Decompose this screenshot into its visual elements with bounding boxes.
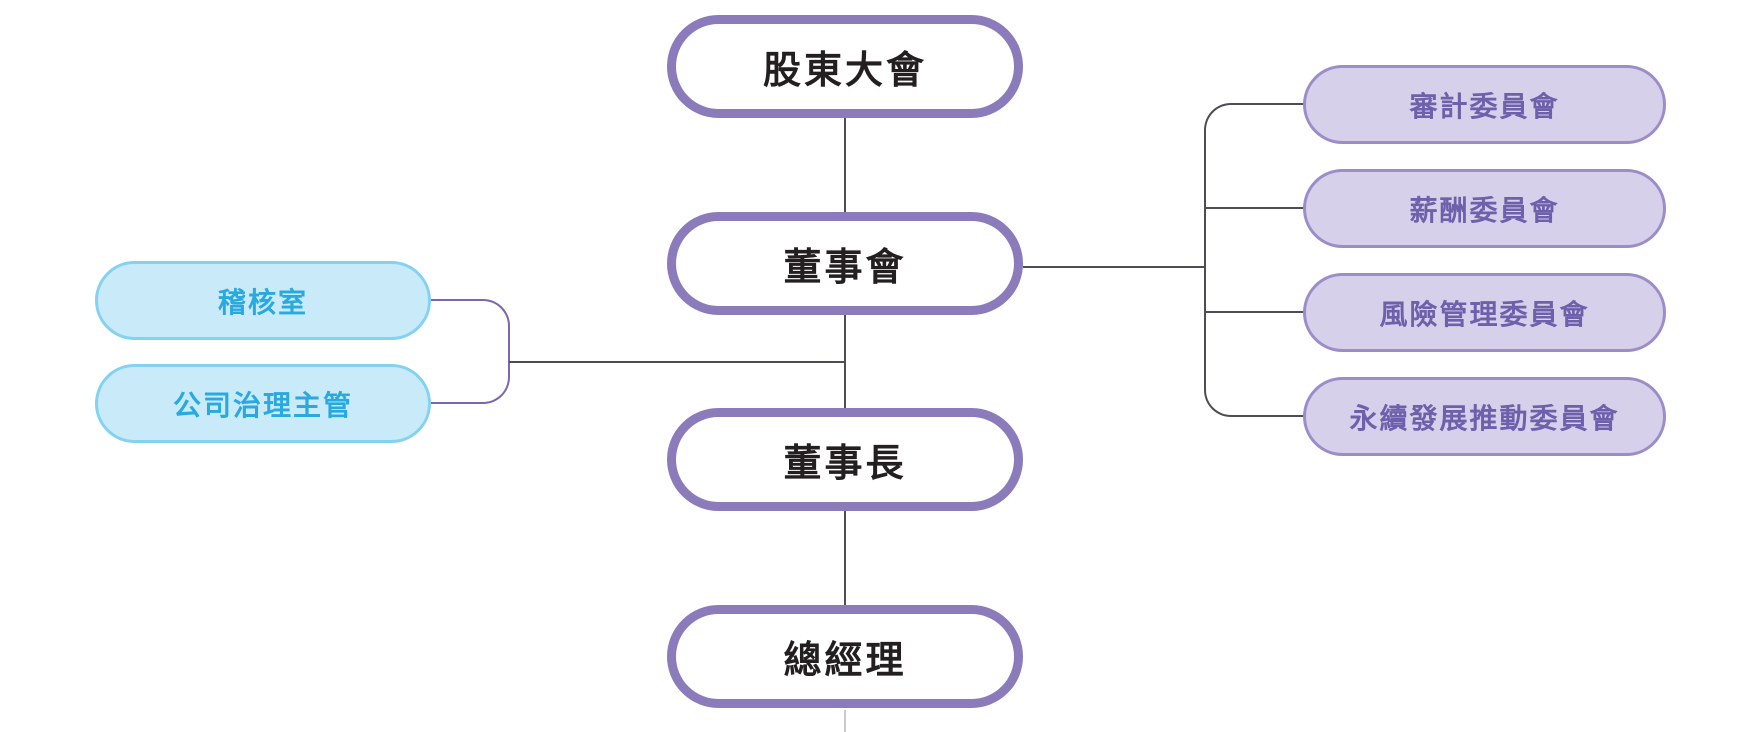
node-shareholders-meeting: 股東大會: [667, 15, 1023, 118]
connector-branch-risk-committee: [1204, 311, 1304, 313]
staff-bracket: [430, 299, 510, 404]
connector-shareholders-board: [844, 118, 846, 212]
node-compensation-committee: 薪酬委員會: [1303, 169, 1666, 248]
connector-board-to-committees: [1023, 266, 1205, 268]
node-general-manager-label: 總經理: [783, 640, 907, 682]
node-sustainability-committee-label: 永續發展推動委員會: [1349, 402, 1620, 434]
node-board-of-directors-label: 董事會: [783, 247, 907, 289]
node-chairman: 董事長: [667, 408, 1023, 511]
node-corporate-governance-officer-label: 公司治理主管: [172, 389, 353, 421]
connector-below-general-manager-stub: [844, 710, 846, 732]
node-sustainability-committee: 永續發展推動委員會: [1303, 377, 1666, 456]
node-risk-management-committee-label: 風險管理委員會: [1379, 298, 1590, 330]
node-audit-office: 稽核室: [95, 261, 431, 340]
node-audit-office-label: 稽核室: [217, 286, 308, 318]
committee-trunk-bracket: [1204, 103, 1304, 417]
connector-branch-compensation-committee: [1204, 207, 1304, 209]
node-audit-committee-label: 審計委員會: [1409, 90, 1560, 122]
node-compensation-committee-label: 薪酬委員會: [1409, 194, 1560, 226]
node-audit-committee: 審計委員會: [1303, 65, 1666, 144]
node-corporate-governance-officer: 公司治理主管: [95, 364, 431, 443]
node-risk-management-committee: 風險管理委員會: [1303, 273, 1666, 352]
connector-staff-to-board: [509, 361, 845, 363]
connector-chairman-general-manager: [844, 511, 846, 605]
node-shareholders-meeting-label: 股東大會: [762, 50, 927, 92]
node-board-of-directors: 董事會: [667, 212, 1023, 315]
node-general-manager: 總經理: [667, 605, 1023, 708]
node-chairman-label: 董事長: [783, 443, 907, 485]
connector-board-chairman: [844, 315, 846, 408]
